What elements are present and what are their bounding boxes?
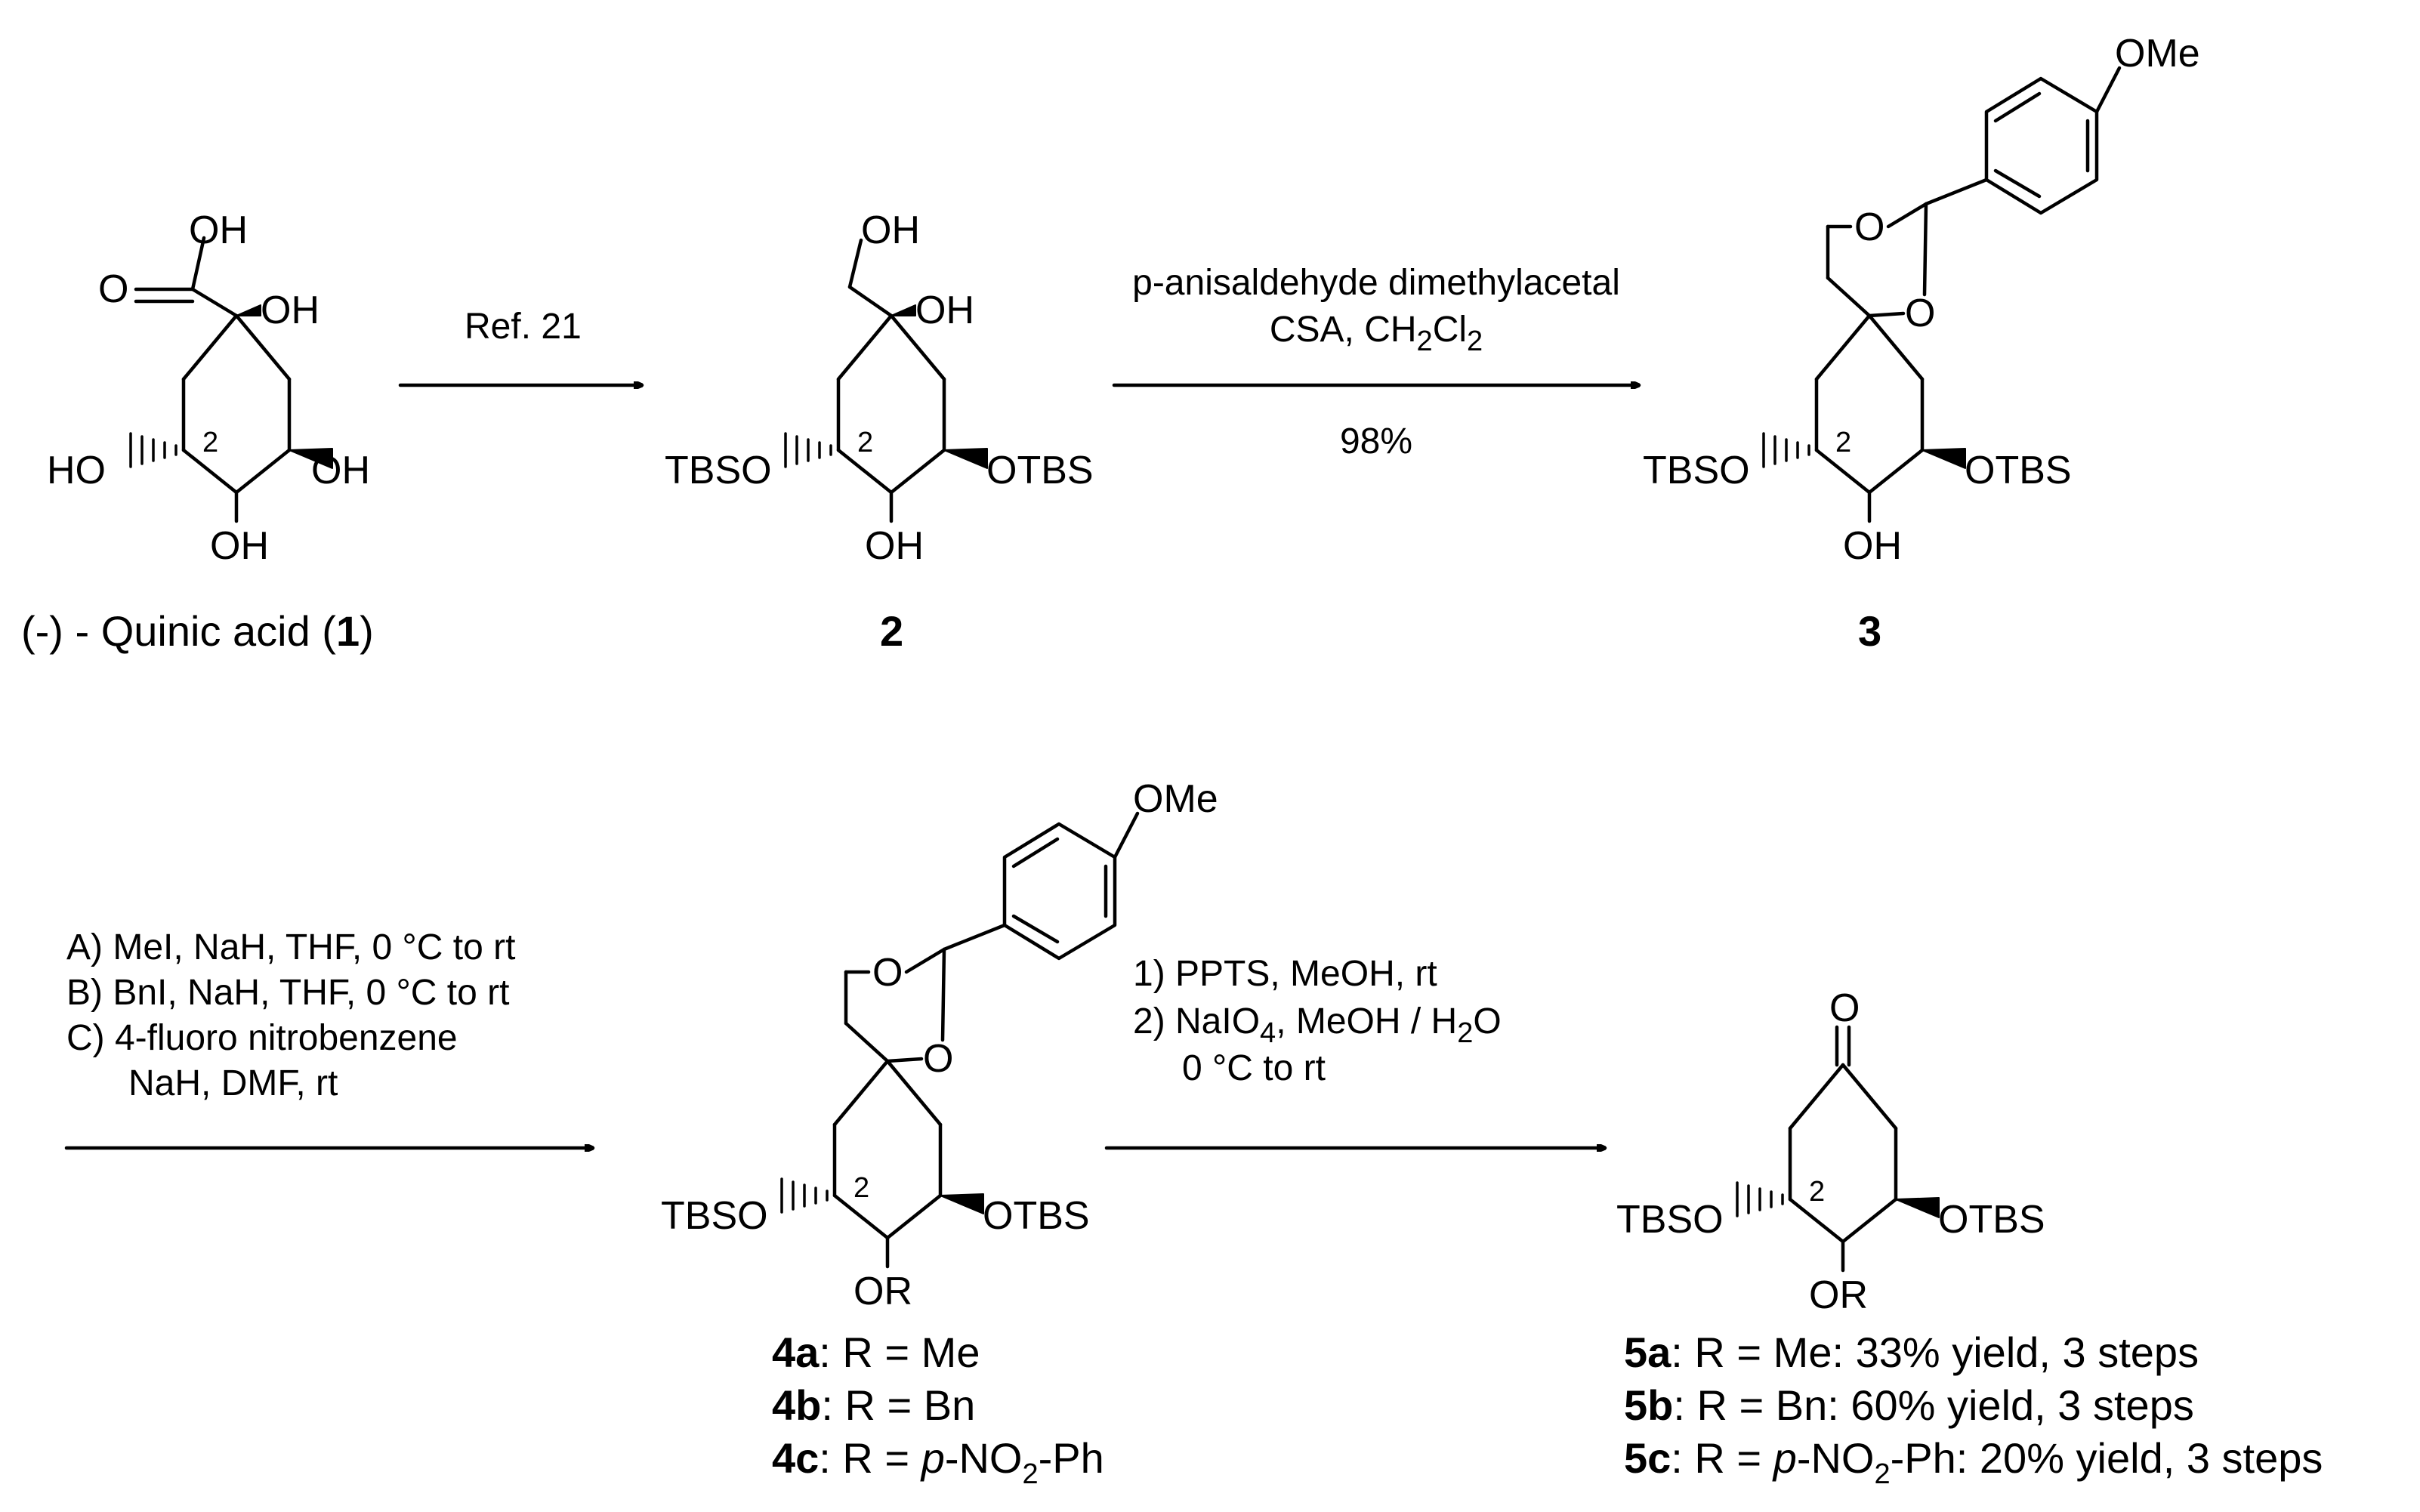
compound-4c-label: 4c: R = p-NO2-Ph [772,1434,1104,1490]
compound-3-ome: OMe [2115,32,2200,76]
compound-3-oh-bottom: OH [1843,524,1902,568]
compound-4-tbso: TBSO [661,1194,768,1238]
compound-5-position-2: 2 [1809,1176,1825,1208]
compound-2-c1-oh: OH [915,289,974,332]
arrow-2-yield: 98% [1340,421,1412,461]
compound-5b-label: 5b: R = Bn: 60% yield, 3 steps [1624,1381,2194,1429]
compound-2-otbs: OTBS [986,449,1094,492]
arrow-4-step-2-temp: 0 °C to rt [1182,1048,1326,1088]
compound-4-otbs: OTBS [983,1194,1090,1238]
compound-4-or: OR [853,1270,912,1313]
arrow-4-step-2: 2) NaIO4, MeOH / H2O [1133,1001,1502,1049]
compound-3-position-2: 2 [1835,427,1851,458]
compound-4a-label: 4a: R = Me [772,1328,980,1376]
compound-4-position-2: 2 [853,1172,869,1204]
compound-3-structure: OMe O O TBSO OTBS OH 2 [1643,32,2200,568]
arrow-3-condition-c2: NaH, DMF, rt [128,1063,338,1103]
compound-3-ring-o-top: O [1854,205,1884,249]
compound-1-carbonyl-o: O [98,267,128,311]
compound-2-structure: OH OH TBSO OTBS OH 2 [665,208,1094,568]
compound-5-structure: O TBSO OTBS OR 2 [1616,986,2045,1317]
compound-5c-label: 5c: R = p-NO2-Ph: 20% yield, 3 steps [1624,1434,2323,1490]
compound-2-position-2: 2 [857,427,873,458]
compound-3-otbs: OTBS [1965,449,2072,492]
compound-2-tbso: TBSO [665,449,772,492]
arrow-2-conditions: CSA, CH2Cl2 [1270,310,1483,357]
arrow-3-condition-a: A) MeI, NaH, THF, 0 °C to rt [66,927,515,967]
arrow-3-condition-b: B) BnI, NaH, THF, 0 °C to rt [66,973,509,1013]
arrow-3-condition-c: C) 4-fluoro nitrobenzene [66,1018,458,1058]
compound-1-name: (-) - Quinic acid (1) [21,607,374,655]
compound-1-structure: OH O OH HO OH OH 2 [47,208,370,568]
arrow-2-reagent: p-anisaldehyde dimethylacetal [1132,263,1620,303]
compound-5-tbso: TBSO [1616,1198,1724,1242]
compound-1-c1-oh: OH [261,289,319,332]
compound-2-oh-bottom: OH [865,524,924,568]
compound-1-oh-bottom: OH [210,524,269,568]
compound-5-otbs: OTBS [1938,1198,2045,1242]
arrow-1-label: Ref. 21 [465,307,582,347]
arrow-4-step-1: 1) PPTS, MeOH, rt [1133,954,1437,994]
compound-3-number: 3 [1858,607,1881,655]
compound-5-or: OR [1809,1273,1868,1317]
compound-3-tbso: TBSO [1643,449,1750,492]
compound-1-position-2: 2 [202,427,218,458]
compound-4b-label: 4b: R = Bn [772,1381,975,1429]
compound-1-ho-left: HO [47,449,106,492]
compound-5a-label: 5a: R = Me: 33% yield, 3 steps [1624,1328,2199,1376]
compound-2-oh-top: OH [861,208,920,252]
compound-1-acid-oh: OH [189,208,248,252]
compound-4-ring-o-right: O [923,1037,953,1081]
compound-4-ome: OMe [1133,777,1218,821]
compound-4-ring-o-top: O [872,951,903,995]
compound-5-ketone-o: O [1829,986,1860,1030]
compound-1-oh-right: OH [311,449,370,492]
compound-3-ring-o-right: O [1905,292,1935,335]
compound-4-structure: OMe O O TBSO OTBS OR 2 [661,777,1218,1313]
compound-2-number: 2 [880,607,903,655]
